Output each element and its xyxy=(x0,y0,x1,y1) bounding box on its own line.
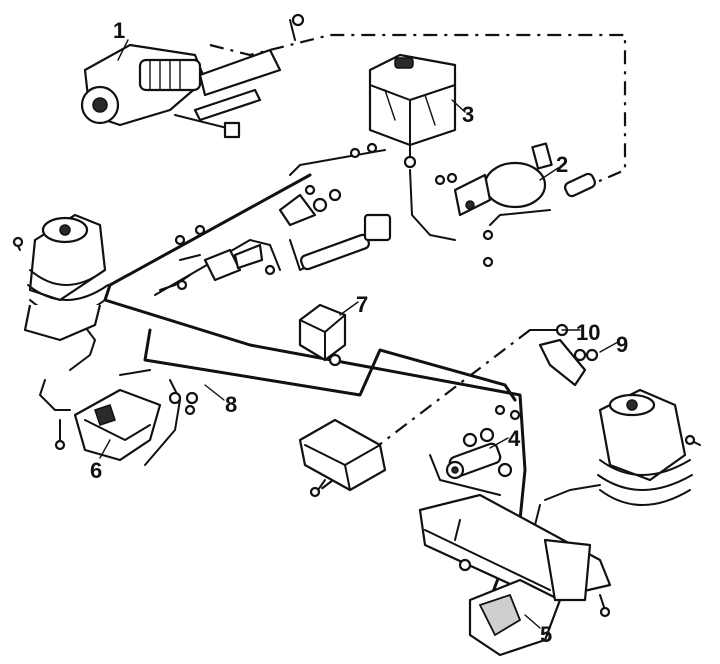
part-2-master-cylinder xyxy=(434,142,597,217)
callout-labels: 1 2 3 4 5 6 7 8 9 10 xyxy=(90,18,628,647)
center-valve-assembly xyxy=(203,184,392,282)
callout-7: 7 xyxy=(356,292,368,317)
callout-6: 6 xyxy=(90,458,102,483)
callout-4: 4 xyxy=(508,426,521,451)
callout-9: 9 xyxy=(616,332,628,357)
callout-10: 10 xyxy=(576,320,600,345)
callout-5: 5 xyxy=(540,622,552,647)
heat-shield xyxy=(298,418,387,498)
part-5-right-caliper xyxy=(418,493,612,657)
callout-leaders xyxy=(99,39,619,629)
right-suspension-strut xyxy=(597,388,701,506)
part-7-bracket xyxy=(298,303,347,367)
part-9-10-bracket xyxy=(538,323,599,387)
part-1-pump xyxy=(80,13,305,139)
callout-3: 3 xyxy=(462,102,474,127)
callout-2: 2 xyxy=(556,152,568,177)
part-6-left-caliper xyxy=(54,388,199,462)
callout-1: 1 xyxy=(113,18,125,43)
callout-8: 8 xyxy=(225,392,237,417)
part-3-reservoir xyxy=(368,53,457,169)
fittings xyxy=(174,142,521,421)
left-suspension-strut xyxy=(12,213,109,342)
part-4-compensator xyxy=(429,427,513,496)
main-brake-lines xyxy=(39,149,601,602)
